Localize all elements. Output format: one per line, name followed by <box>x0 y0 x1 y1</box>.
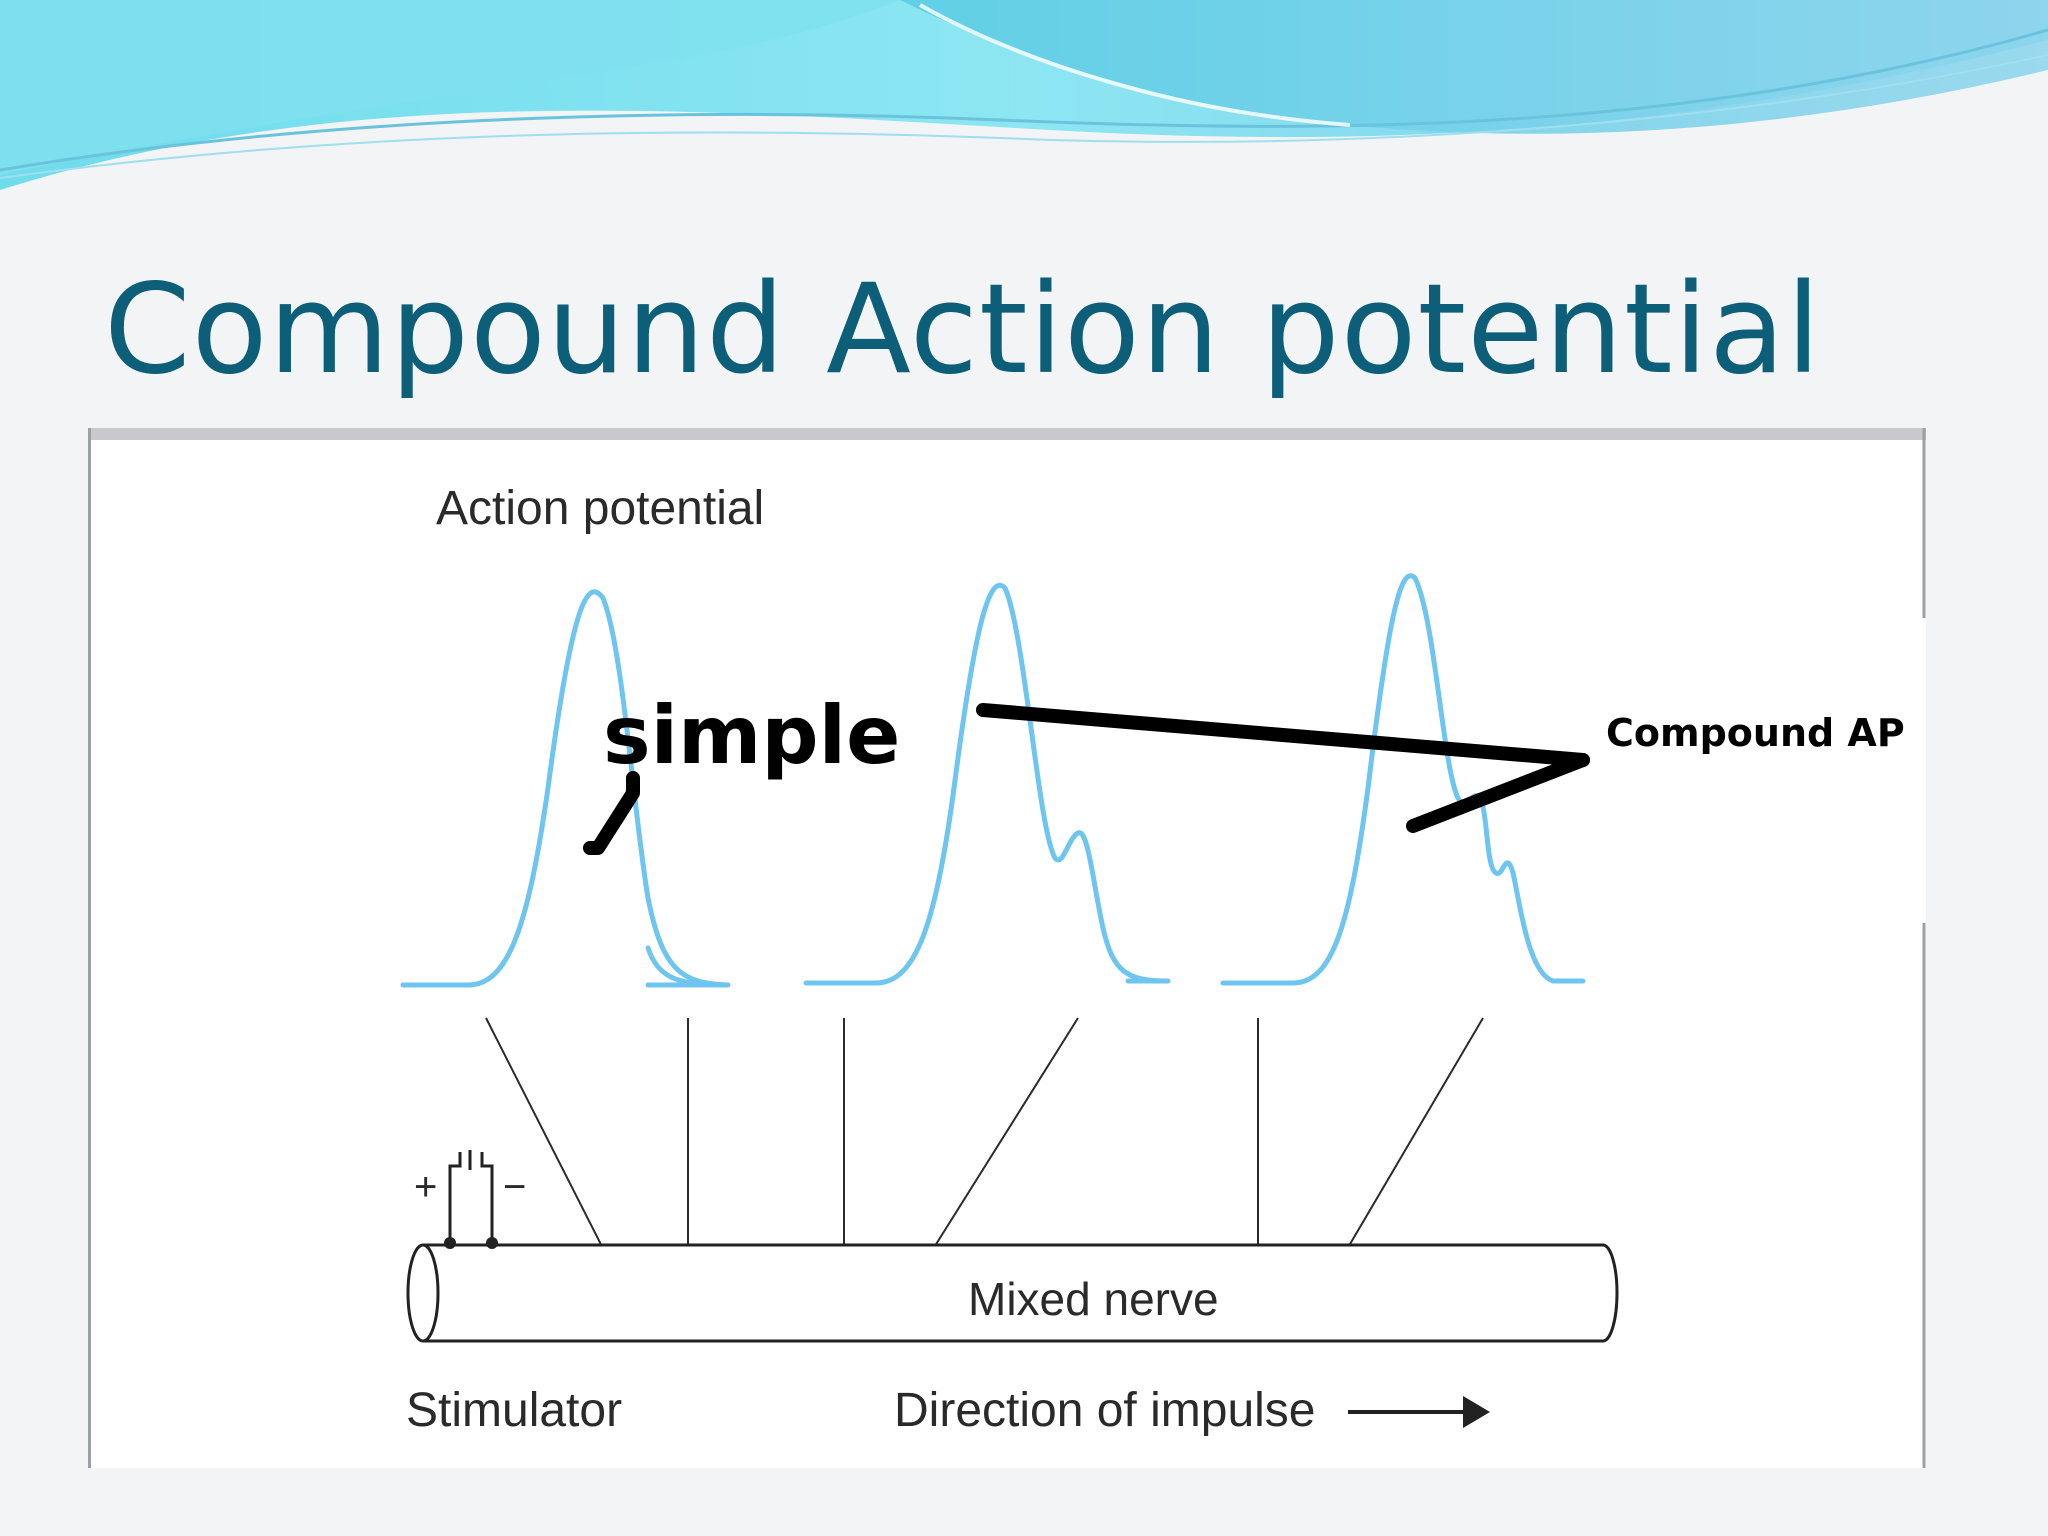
header-wave-banner <box>0 0 2048 190</box>
mixed-nerve-label: Mixed nerve <box>968 1273 1219 1325</box>
compound-ap-diagram: Action potential + − Mixed nerve Stimula… <box>88 428 1926 1468</box>
simple-annotation: simple <box>603 689 900 782</box>
stimulator-plus-sign: + <box>414 1165 437 1209</box>
compound-ap-annotation: Compound AP <box>1606 711 1905 755</box>
stimulator-electrodes: + − <box>414 1150 526 1249</box>
figure-top-border <box>88 428 1926 440</box>
slide-title: Compound Action potential <box>104 258 1822 402</box>
compound-ap-pointer-upper <box>976 703 1590 767</box>
stimulator-minus-sign: − <box>503 1165 526 1209</box>
mixed-nerve-cylinder <box>406 1243 1619 1343</box>
stimulator-label: Stimulator <box>406 1384 622 1437</box>
compound-ap-curve-middle <box>803 582 1171 986</box>
guide-line-4 <box>917 1017 1079 1274</box>
compound-ap-pointer-lower <box>1406 753 1590 833</box>
simple-pointer-stroke <box>583 771 640 855</box>
compound-ap-curve-right <box>1220 573 1586 986</box>
action-potential-heading: Action potential <box>436 482 764 535</box>
direction-of-impulse-label: Direction of impulse <box>894 1384 1316 1437</box>
direction-arrow <box>1348 1396 1490 1428</box>
guide-line-1 <box>485 1017 619 1279</box>
guide-line-6 <box>1332 1017 1484 1274</box>
